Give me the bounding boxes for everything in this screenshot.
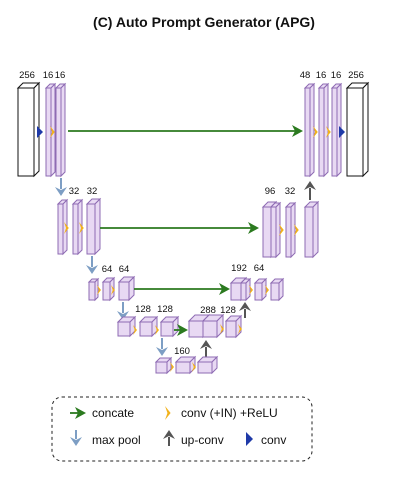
enc1-a-label: 16 xyxy=(43,70,54,81)
dec2-block-b xyxy=(269,201,282,259)
enc3-block-b xyxy=(101,276,116,302)
bottleneck-label: 160 xyxy=(174,346,190,357)
legend-concat-arrow xyxy=(75,407,86,419)
enc4-b-label: 128 xyxy=(157,304,173,315)
conv-relu-icon xyxy=(249,285,253,295)
input-conv-icon xyxy=(37,126,43,138)
dec3-block-d xyxy=(269,277,285,302)
enc2-block-c xyxy=(85,197,102,256)
upconv3-arrow xyxy=(239,302,251,311)
upconv1-arrow xyxy=(304,181,316,190)
dec1-b-label: 16 xyxy=(316,70,327,81)
conv-relu-icon xyxy=(279,224,284,236)
legend-conv-icon xyxy=(246,432,253,446)
enc4-block-a xyxy=(116,315,137,338)
legend-conv-relu-icon xyxy=(165,406,171,420)
enc3-block-c xyxy=(117,275,136,302)
skip4-arrow xyxy=(177,324,188,336)
dec1-a-label: 48 xyxy=(300,70,311,81)
dec4-block-c xyxy=(224,314,243,339)
conv-relu-icon xyxy=(326,126,331,138)
conv-relu-icon xyxy=(155,325,159,335)
dec3-block-c xyxy=(253,277,268,302)
conv-relu-icon xyxy=(238,324,242,334)
conv-relu-icon xyxy=(313,126,318,138)
output-conv-icon xyxy=(339,126,345,138)
dec3-b-label: 64 xyxy=(254,263,265,274)
skip1-arrow xyxy=(292,125,303,137)
legend-maxpool-label: max pool xyxy=(92,433,141,447)
conv-relu-icon xyxy=(79,222,84,234)
conv-relu-icon xyxy=(220,324,224,334)
dec1-block-a xyxy=(303,82,316,178)
dec3-a-label: 192 xyxy=(231,263,247,274)
dec4-a-label: 288 xyxy=(200,305,216,316)
conv-relu-icon xyxy=(111,285,115,295)
enc1-in-label: 256 xyxy=(19,70,35,81)
input-block xyxy=(16,81,41,178)
upconv4-arrow xyxy=(200,340,212,349)
enc3-block-a xyxy=(87,277,100,302)
legend-box xyxy=(51,396,313,462)
dec2-block-c xyxy=(284,201,297,259)
skip3-arrow xyxy=(219,283,230,295)
pool4-arrow xyxy=(156,347,168,356)
pool2-arrow xyxy=(86,265,98,274)
conv-relu-icon xyxy=(294,224,299,236)
dec1-block-b xyxy=(317,82,330,178)
dec2-b-label: 32 xyxy=(285,186,296,197)
enc1-b-label: 16 xyxy=(55,70,66,81)
enc2-b-label: 32 xyxy=(87,186,98,197)
dec4-b-label: 128 xyxy=(220,305,236,316)
bottleneck-block-a xyxy=(154,356,173,375)
enc1-block-a xyxy=(44,82,57,178)
enc1-block-b xyxy=(54,82,67,178)
enc3-a-label: 64 xyxy=(102,264,113,275)
figure-title: (C) Auto Prompt Generator (APG) xyxy=(93,14,315,30)
skip2-arrow xyxy=(248,222,259,234)
legend-maxpool-arrow xyxy=(70,437,82,446)
enc2-block-b xyxy=(71,198,84,256)
legend-upconv-arrow xyxy=(163,430,175,439)
dec2-a-label: 96 xyxy=(265,186,276,197)
enc4-block-b xyxy=(138,315,159,338)
bottleneck-block-b xyxy=(174,355,197,375)
legend-conv-label: conv xyxy=(261,433,286,447)
conv-relu-icon xyxy=(265,285,269,295)
pool1-arrow xyxy=(55,187,67,196)
legend-concate-label: concate xyxy=(92,406,134,420)
dec4-block-b xyxy=(201,313,225,339)
conv-relu-icon xyxy=(50,126,55,138)
dec1-c-label: 16 xyxy=(331,70,342,81)
legend-conv-relu-label: conv (+IN) +ReLU xyxy=(181,406,278,420)
dec2-block-d xyxy=(303,200,320,259)
pool3-arrow xyxy=(117,311,129,320)
enc4-a-label: 128 xyxy=(135,304,151,315)
conv-relu-icon xyxy=(192,362,196,372)
dec3-block-b xyxy=(239,277,252,302)
conv-relu-icon xyxy=(64,222,69,234)
legend-upconv-label: up-conv xyxy=(181,433,224,447)
enc3-b-label: 64 xyxy=(119,264,130,275)
conv-relu-icon xyxy=(170,362,174,372)
bottleneck-block-c xyxy=(196,355,219,375)
enc2-a-label: 32 xyxy=(69,186,80,197)
output-block xyxy=(345,81,370,178)
enc4-block-c xyxy=(159,315,180,338)
conv-relu-icon xyxy=(133,325,137,335)
enc2-block-a xyxy=(56,198,69,256)
dec1-out-label: 256 xyxy=(348,70,364,81)
conv-relu-icon xyxy=(97,285,101,295)
